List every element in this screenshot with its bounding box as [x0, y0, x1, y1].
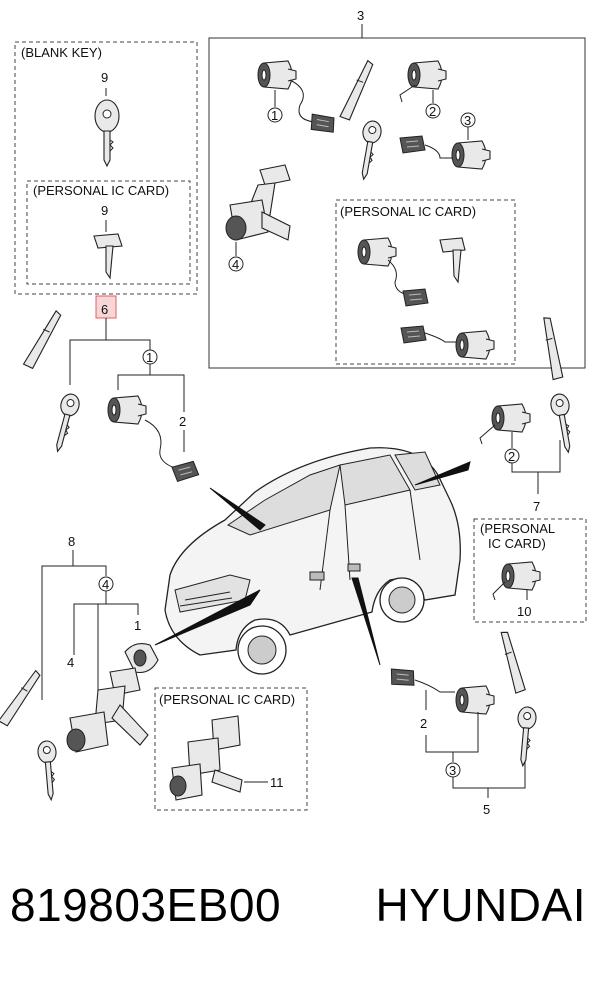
parts-diagram: (BLANK KEY) 9 (PERSONAL IC CARD) 9 6 1 2… — [0, 8, 587, 817]
ic-steering-lock-assembly — [169, 715, 243, 801]
connector-d — [388, 666, 417, 689]
callout-9-blank-key: 9 — [101, 70, 108, 85]
ic-card-key-icon — [93, 233, 123, 280]
pointer-ignition — [154, 589, 261, 646]
callout-4-c: 4 — [102, 577, 109, 592]
ignition-set-box — [208, 37, 586, 369]
key-fob-right-bottom — [494, 629, 529, 694]
callout-9-ic-card: 9 — [101, 203, 108, 218]
ic-card-box-c-title-line1: (PERSONAL — [480, 521, 555, 536]
callout-1-c: 1 — [134, 618, 141, 633]
key-left-bottom — [36, 739, 61, 802]
door-lock-cylinder-a — [107, 395, 147, 425]
key-right-bottom — [513, 705, 538, 768]
blank-key-box-title: (BLANK KEY) — [21, 45, 102, 60]
callout-3-b: 3 — [464, 113, 471, 128]
ic-card-box-c-title-line2: IC CARD) — [488, 536, 546, 551]
callout-1-a: 1 — [146, 350, 153, 365]
ic-card-box-c — [473, 518, 587, 623]
steering-lock-assembly-c — [66, 667, 149, 753]
callout-2-c: 2 — [508, 449, 515, 464]
key-fob-right — [536, 315, 567, 381]
ignition-cylinder-3 — [451, 140, 491, 170]
ic-card-box-a-title: (PERSONAL IC CARD) — [33, 183, 169, 198]
pointer-front-door — [209, 487, 266, 531]
callout-2-d: 2 — [420, 716, 427, 731]
blank-key-box — [14, 41, 198, 295]
callout-4-d: 4 — [67, 655, 74, 670]
key-fob-left-bottom — [0, 666, 42, 728]
ic-card-box-d — [154, 687, 308, 811]
connector-a — [171, 460, 200, 483]
callout-3-top: 3 — [357, 8, 364, 23]
key-fob-box3 — [339, 57, 375, 122]
ic-connector-b2 — [400, 325, 427, 344]
ic-card-box-d-title: (PERSONAL IC CARD) — [159, 692, 295, 707]
blank-key-icon — [94, 99, 120, 168]
door-key-fob-left — [23, 307, 63, 371]
ic-tailgate-cylinder — [501, 561, 541, 591]
pointer-rear-door — [351, 577, 381, 666]
callout-8: 8 — [68, 534, 75, 549]
connector-b2 — [399, 135, 426, 154]
rear-door-cylinder — [455, 685, 495, 715]
callout-10: 10 — [517, 604, 531, 619]
ic-card-key-b — [439, 237, 466, 284]
ignition-cover-c — [124, 643, 159, 674]
tailgate-cylinder — [491, 403, 531, 433]
callout-7: 7 — [533, 499, 540, 514]
steering-lock-assembly-box3 — [225, 164, 291, 241]
footer: 819803EB00 HYUNDAI — [0, 872, 600, 952]
callout-4-b: 4 — [232, 257, 239, 272]
ignition-cylinder-2 — [407, 60, 447, 90]
ic-card-box-b — [335, 199, 516, 365]
callout-2-b: 2 — [429, 104, 436, 119]
callout-3-d: 3 — [449, 763, 456, 778]
callout-2-a: 2 — [179, 414, 186, 429]
door-key-left — [48, 391, 83, 455]
callout-11: 11 — [270, 775, 284, 790]
ignition-cylinder-1 — [257, 60, 297, 90]
key-right — [548, 392, 578, 455]
connector-b1 — [307, 111, 338, 136]
callout-1-b: 1 — [271, 108, 278, 123]
ic-cylinder-b2 — [455, 330, 495, 360]
vehicle-illustration — [164, 447, 461, 675]
callout-5: 5 — [483, 802, 490, 817]
ic-connector-b1 — [402, 288, 429, 307]
callout-6: 6 — [101, 302, 108, 317]
key-box3 — [354, 119, 384, 182]
pointer-tailgate — [414, 461, 471, 486]
part-number: 819803EB00 — [10, 879, 282, 931]
brand-name: HYUNDAI — [375, 879, 586, 931]
ic-card-box-b-title: (PERSONAL IC CARD) — [340, 204, 476, 219]
